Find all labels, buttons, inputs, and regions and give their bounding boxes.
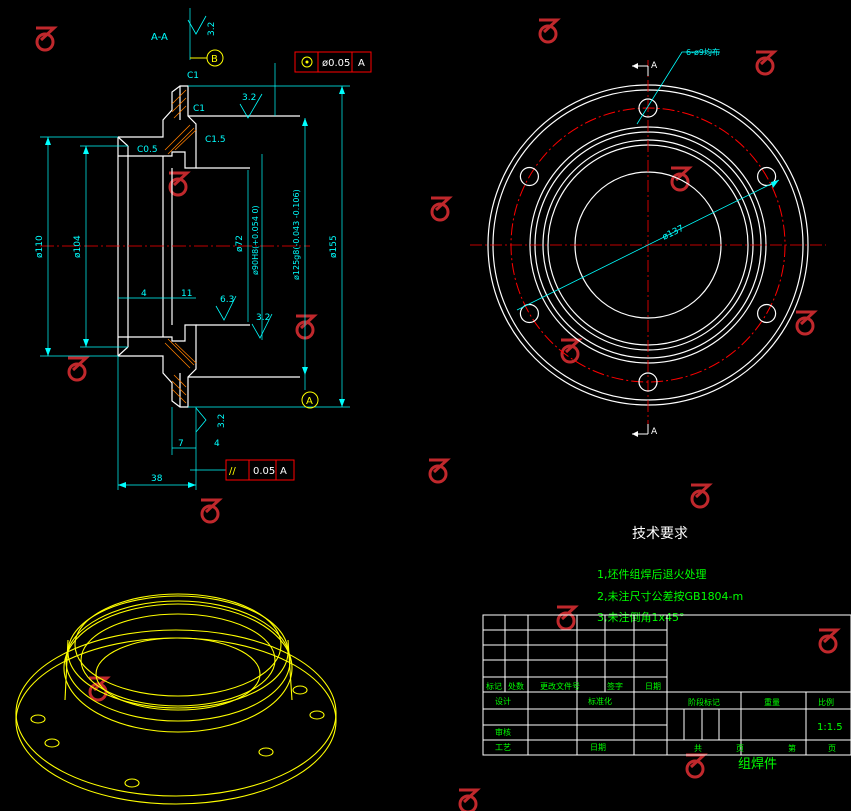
watermark-logo [35, 26, 58, 52]
dim-110: ø110 [35, 235, 45, 258]
dim-38: 38 [151, 474, 163, 484]
section-mark-bottom: A [651, 427, 658, 437]
datum-b-marker: B [190, 49, 224, 67]
dim-137-line [516, 179, 780, 311]
watermark-logo [685, 753, 708, 779]
dim-90h8: ø90H8(+0.054 0) [251, 205, 260, 275]
section-arrow-top [632, 63, 638, 69]
hole-callout-leader [636, 51, 720, 125]
watermark-logo [818, 628, 841, 654]
watermark-logo [538, 18, 561, 44]
section-mark-top: A [651, 61, 658, 71]
watermark-logo [556, 605, 579, 631]
bolt-hole [756, 166, 777, 187]
tb-process: 工艺 [495, 743, 511, 752]
tech-item-1: 1,坯件组焊后退火处理 [597, 567, 707, 581]
section-hatch [164, 89, 197, 404]
tol-parallel-symbol: // [229, 466, 236, 477]
watermark-logo [430, 196, 453, 222]
dim-155: ø155 [329, 235, 339, 258]
section-outline [117, 85, 300, 408]
title-block-grid [482, 614, 851, 756]
tb-scale: 比例 [818, 697, 834, 707]
dim-104: ø104 [73, 235, 83, 258]
dim-137: ø137 [661, 224, 686, 243]
bolt-holes [519, 98, 777, 392]
hole-callout: 6-ø9均布 [686, 47, 720, 57]
tb-weight: 重量 [764, 697, 780, 707]
tb-header-mark: 标记 [486, 681, 502, 691]
watermark-logo [670, 166, 693, 192]
tech-item-3: 3,未注倒角1x45° [597, 610, 685, 624]
section-arrow-bottom [632, 431, 638, 437]
tol-position-datum: A [358, 58, 365, 69]
bolt-hole [638, 372, 658, 392]
bolt-hole [638, 98, 658, 118]
tol-parallel-frame: // 0.05 A [225, 459, 295, 481]
tb-header-count: 处数 [508, 681, 524, 691]
roughness-3-2-bottom: 3.2 [217, 414, 227, 428]
tol-parallel-value: 0.05 [253, 466, 275, 477]
tb-part-name: 组焊件 [738, 756, 777, 772]
chamfer-c0-5: C0.5 [137, 145, 158, 155]
dim-72: ø72 [235, 235, 245, 252]
tech-item-2: 2,未注尺寸公差按GB1804-m [597, 589, 743, 603]
watermark-logo [168, 171, 191, 197]
dim-11: 11 [181, 289, 192, 299]
chamfer-c1-top: C1 [187, 71, 199, 81]
watermark-logo [755, 50, 778, 76]
tb-scale-value: 1:1.5 [817, 722, 843, 733]
bolt-hole [519, 303, 540, 324]
bolt-hole [756, 303, 777, 324]
tb-date: 日期 [590, 743, 606, 752]
watermark-logo [690, 483, 713, 509]
dim-125g8: ø125g8(-0.043 -0.106) [292, 189, 301, 280]
tb-sheet: 页 [736, 744, 744, 753]
watermark-logo [458, 788, 481, 811]
chamfer-c1: C1 [193, 104, 205, 114]
dim-137-arrow [771, 180, 779, 188]
isometric-view [15, 593, 337, 805]
watermark-logo [67, 356, 90, 382]
watermark-logo [200, 498, 223, 524]
roughness-3-2-flange: 3.2 [242, 93, 256, 103]
section-label: A-A [151, 32, 168, 43]
title-block: 标记 处数 更改文件号 签字 日期 设计 标准化 审核 工艺 日期 阶段标记 重… [482, 614, 851, 772]
section-view: A-A [35, 8, 372, 490]
dimension-arrows [45, 86, 345, 488]
tech-requirements: 技术要求 1,坯件组焊后退火处理 2,未注尺寸公差按GB1804-m 3,未注倒… [597, 526, 743, 624]
datum-a-label: A [306, 396, 313, 407]
tol-position-value: ø0.05 [322, 58, 350, 69]
section-dimensions [40, 8, 350, 490]
tech-title: 技术要求 [632, 526, 688, 542]
tb-header-sign: 签字 [607, 681, 623, 691]
tb-header-date: 日期 [645, 682, 661, 691]
roughness-symbols [187, 15, 273, 433]
watermark-logo [428, 458, 451, 484]
datum-b-label: B [211, 54, 218, 65]
dim-4-bottom: 4 [214, 439, 220, 449]
dim-4-top: 4 [141, 289, 147, 299]
roughness-3-2-bore: 3.2 [256, 313, 270, 323]
tb-header-file: 更改文件号 [540, 681, 580, 691]
watermark-logo [560, 338, 583, 364]
dim-7: 7 [178, 439, 184, 449]
tb-review: 审核 [495, 727, 511, 737]
roughness-3-2-top: 3.2 [207, 22, 217, 36]
tol-parallel-datum: A [280, 466, 287, 477]
tb-of: 第 [788, 743, 796, 753]
tb-standard: 标准化 [588, 696, 612, 706]
tb-sheet-2: 页 [828, 744, 836, 753]
tol-position-frame: ø0.05 A [294, 51, 372, 73]
chamfer-c1-5: C1.5 [205, 135, 226, 145]
tb-stage-mark: 阶段标记 [688, 697, 720, 707]
front-view: ø137 6-ø9均布 A A [470, 47, 826, 437]
tb-total: 共 [694, 744, 702, 753]
roughness-6-3: 6.3 [220, 295, 234, 305]
datum-a-marker: A [301, 391, 319, 409]
tb-design: 设计 [495, 696, 511, 706]
watermark-logo [795, 310, 818, 336]
bolt-hole [519, 166, 540, 187]
